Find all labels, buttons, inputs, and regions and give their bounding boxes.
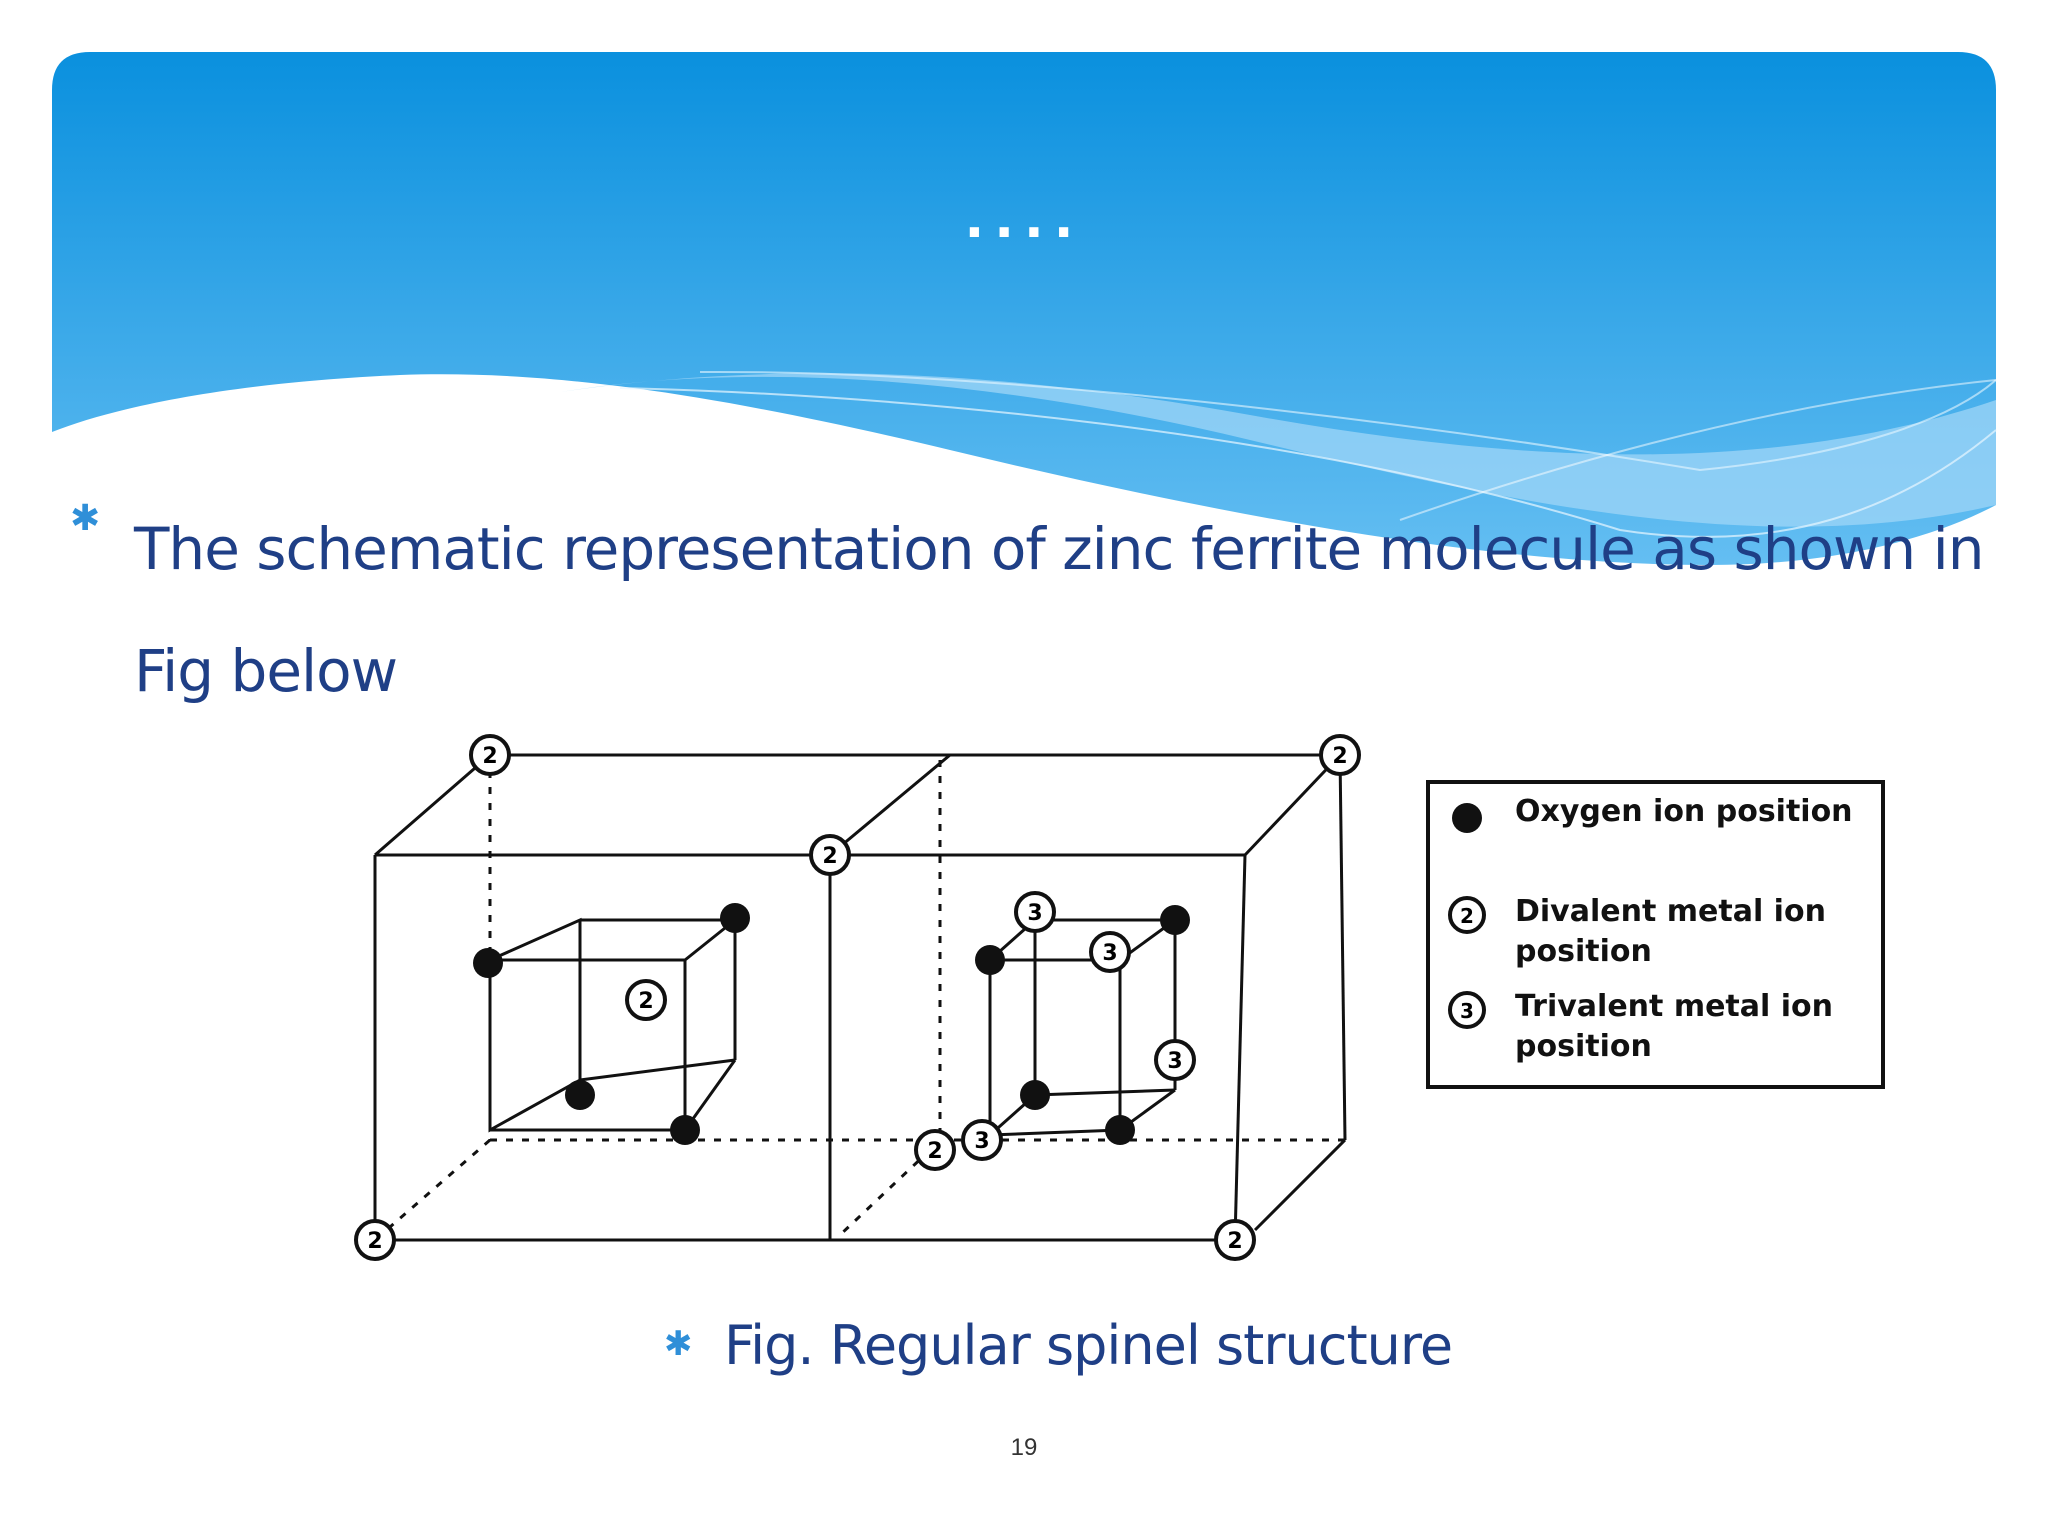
divalent-marker-label: 2 <box>638 989 653 1014</box>
trivalent-ion-markers: 3 3 3 3 <box>961 891 1196 1161</box>
divalent-marker-7: 2 <box>1214 1219 1256 1261</box>
trivalent-marker-1: 3 <box>1014 891 1056 933</box>
divalent-marker-3: 2 <box>809 834 851 876</box>
legend-divalent-label: Divalent metal ion position <box>1515 894 1826 969</box>
divalent-marker-1: 2 <box>469 734 511 776</box>
divalent-marker-label: 2 <box>1227 1229 1242 1254</box>
divalent-marker-label: 2 <box>482 744 497 769</box>
trivalent-marker-label: 3 <box>1027 901 1042 926</box>
divalent-ion-markers: 2 2 2 2 2 2 2 <box>354 734 1361 1261</box>
banner-wave-line-3 <box>1399 379 1997 521</box>
divalent-marker-6: 2 <box>354 1219 396 1261</box>
figure-legend: Oxygen ion position 2 Divalent metal ion… <box>1426 780 1885 1089</box>
legend-oxygen-label: Oxygen ion position <box>1515 794 1853 829</box>
legend-trivalent-label: Trivalent metal ion position <box>1515 989 1833 1064</box>
page-number: 19 <box>1010 1434 1038 1461</box>
asterisk-bullet-icon: ✱ <box>664 1324 693 1364</box>
trivalent-marker-label: 3 <box>974 1129 989 1154</box>
figure-caption: Fig. Regular spinel structure <box>724 1314 1453 1377</box>
banner-wave-line-2 <box>699 370 1997 472</box>
banner-wave-line-1 <box>619 387 1997 538</box>
banner-wave-main <box>52 52 1996 565</box>
divalent-marker-2: 2 <box>1319 734 1361 776</box>
trivalent-marker-2: 3 <box>1089 931 1131 973</box>
asterisk-bullet-icon: ✱ <box>70 498 101 539</box>
bullet-text: The schematic representation of zinc fer… <box>134 515 1984 705</box>
header-banner <box>52 52 1997 565</box>
spinel-structure-figure: 2 2 2 2 2 2 2 3 3 3 3 Oxygen ion positio… <box>354 734 1885 1261</box>
divalent-marker-label: 2 <box>822 844 837 869</box>
divalent-marker-4: 2 <box>625 979 667 1021</box>
divalent-marker-label: 2 <box>1332 744 1347 769</box>
trivalent-marker-3: 3 <box>1154 1039 1196 1081</box>
trivalent-marker-label: 3 <box>1102 941 1117 966</box>
caption-item: ✱ Fig. Regular spinel structure <box>664 1306 1564 1386</box>
divalent-marker-label: 2 <box>927 1139 942 1164</box>
legend-divalent-symbol: 2 <box>1460 904 1474 928</box>
divalent-marker-label: 2 <box>367 1229 382 1254</box>
banner-wave-light <box>560 373 1996 527</box>
trivalent-marker-label: 3 <box>1167 1049 1182 1074</box>
legend-trivalent-symbol: 3 <box>1460 999 1474 1023</box>
divalent-marker-5: 2 <box>914 1129 956 1171</box>
slide-title: .... <box>964 190 1084 250</box>
trivalent-marker-4: 3 <box>961 1119 1003 1161</box>
